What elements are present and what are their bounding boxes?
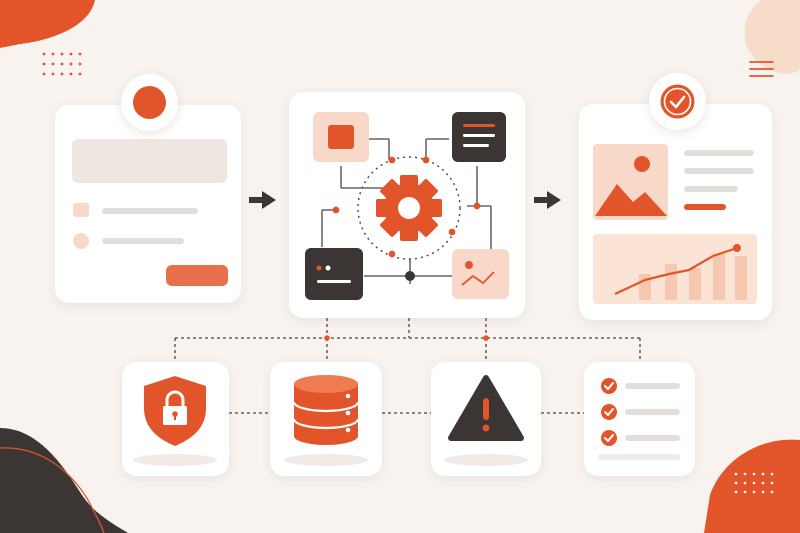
shadow-pill (284, 454, 368, 466)
processing-card (289, 92, 525, 318)
shadow-pill (444, 454, 528, 466)
image-node-icon (452, 249, 509, 299)
shadow-pill (598, 454, 680, 460)
hub-node (405, 271, 415, 281)
trend-chart-icon (593, 234, 757, 304)
processing-diagram (305, 112, 509, 300)
dot-grid-bottom-right (734, 472, 774, 494)
top-left-blob (0, 0, 95, 48)
bottom-left-blob (0, 428, 128, 533)
database-icon (284, 375, 368, 466)
status-dot-icon (133, 86, 166, 119)
checklist-icon (598, 378, 680, 460)
form-line-2 (102, 238, 184, 244)
form-checkbox[interactable] (73, 203, 89, 217)
text-line (684, 150, 754, 156)
checklist-card (584, 362, 695, 476)
text-line (684, 186, 738, 192)
dashboard-card (579, 104, 772, 320)
form-submit-button[interactable] (166, 265, 228, 286)
orbit-nodes (332, 156, 481, 258)
form-radio[interactable] (73, 233, 89, 249)
top-right-blob (744, 0, 800, 74)
flow-arrow-2 (534, 191, 561, 209)
hamburger-menu-icon (749, 61, 774, 77)
terminal-node-icon (305, 248, 363, 300)
form-card (55, 105, 241, 303)
warning-card (431, 362, 541, 476)
dashboard-content (593, 144, 757, 304)
branch-connectors (174, 318, 641, 414)
check-icon (660, 84, 695, 119)
form-header-bar (72, 139, 227, 183)
shadow-pill (133, 454, 217, 466)
warning-triangle-icon (444, 375, 528, 466)
bottom-right-blob (704, 439, 800, 533)
dashboard-check-badge (649, 73, 706, 130)
security-card (122, 362, 229, 476)
square-node-icon (313, 112, 369, 162)
flow-arrow-1 (249, 191, 276, 209)
image-thumbnail-icon (593, 144, 668, 220)
database-card (270, 362, 382, 476)
gear-orbit-ring (357, 156, 461, 260)
bottom-left-line (0, 447, 105, 533)
document-node-icon (452, 112, 506, 162)
dot-grid-top-left (42, 52, 82, 76)
shield-lock-icon (133, 376, 217, 466)
accent-line (684, 204, 726, 210)
branch-junction-dots (324, 335, 489, 341)
text-line (684, 168, 754, 174)
form-status-badge (121, 74, 178, 131)
form-line-1 (102, 208, 198, 214)
gear-icon (376, 175, 442, 241)
